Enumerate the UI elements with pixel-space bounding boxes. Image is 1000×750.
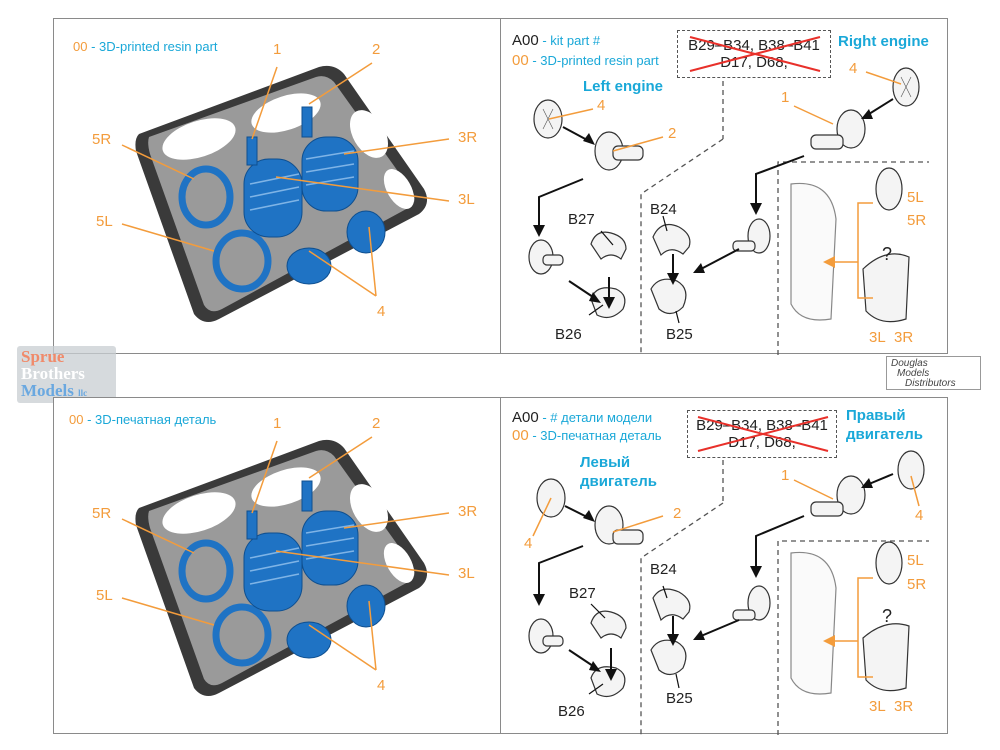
callout-5l: 5L bbox=[96, 213, 113, 230]
left-hub-callout: 2 bbox=[668, 125, 677, 142]
right-hub-callout: 1 bbox=[781, 89, 790, 106]
right-fan-callout-ru: 4 bbox=[915, 507, 924, 524]
resin-legend-code: 00 bbox=[73, 39, 88, 54]
left-engine-label: Left engine bbox=[583, 78, 664, 95]
resin-tray-illustration-ru bbox=[121, 436, 450, 697]
part-b25: B25 bbox=[666, 326, 693, 343]
inset-3r-ru: 3R bbox=[894, 698, 914, 715]
cross-out-mark bbox=[689, 36, 821, 72]
cross-out-mark-ru bbox=[697, 416, 829, 452]
assembly-diagram-ru bbox=[528, 450, 929, 735]
callout-5r-ru: 5R bbox=[92, 505, 112, 522]
callout-3r: 3R bbox=[458, 129, 478, 146]
assembly-panel: A00 - kit part # 00 - 3D-printed resin p… bbox=[500, 18, 948, 355]
removed-parts-line1: B29–B34, B38–B41 bbox=[688, 37, 820, 54]
sprue-brothers-watermark: Sprue Brothers Models llc bbox=[17, 346, 116, 403]
inset-3l: 3L bbox=[869, 329, 886, 346]
part-b27-ru: B27 bbox=[569, 585, 596, 602]
callout-4: 4 bbox=[377, 303, 386, 320]
part-b26: B26 bbox=[555, 326, 582, 343]
resin-parts bbox=[178, 106, 386, 293]
inset-question: ? bbox=[882, 244, 893, 264]
callout-2-ru: 2 bbox=[372, 415, 381, 432]
left-hub-callout-ru: 2 bbox=[673, 505, 682, 522]
assembly-diagram bbox=[528, 67, 929, 355]
kit-part-text: - kit part # bbox=[542, 33, 601, 48]
resin-legend-code-ru: 00 bbox=[69, 412, 84, 427]
callout-1-ru: 1 bbox=[273, 415, 282, 432]
kit-part-code: A00 bbox=[512, 32, 539, 49]
kit-part-text-ru: - # детали модели bbox=[542, 410, 653, 425]
callout-5r: 5R bbox=[92, 131, 112, 148]
removed-parts-box-ru: B29–B34, B38–B41 D17, D68, bbox=[687, 410, 837, 458]
right-engine-label-ru: Правый двигатель bbox=[846, 407, 923, 443]
callout-5l-ru: 5L bbox=[96, 587, 113, 604]
resin-legend-ru: 00 - 3D-печатная деталь bbox=[69, 412, 216, 427]
assembly-panel-ru: A00 - # детали модели 00 - 3D-печатная д… bbox=[500, 397, 948, 735]
inset-5r-ru: 5R bbox=[907, 576, 927, 593]
callout-3l: 3L bbox=[458, 191, 475, 208]
resin-legend-text-ru: - 3D-печатная деталь bbox=[87, 412, 217, 427]
resin-tray-illustration bbox=[121, 62, 450, 323]
resin-legend-text: - 3D-printed resin part bbox=[91, 39, 218, 54]
part-b26-ru: B26 bbox=[558, 703, 585, 720]
part-b25-ru: B25 bbox=[666, 690, 693, 707]
resin-part-code-ru: 00 bbox=[512, 427, 529, 444]
resin-part-text-ru: - 3D-печатная деталь bbox=[532, 428, 662, 443]
resin-legend: 00 - 3D-printed resin part bbox=[73, 39, 218, 54]
inset-5l: 5L bbox=[907, 189, 924, 206]
resin-part-code: 00 bbox=[512, 52, 529, 69]
kit-part-legend: A00 - kit part # bbox=[512, 32, 600, 49]
callout-3l-ru: 3L bbox=[458, 565, 475, 582]
inset-3r: 3R bbox=[894, 329, 914, 346]
right-hub-callout-ru: 1 bbox=[781, 467, 790, 484]
left-fan-callout-ru: 4 bbox=[524, 535, 533, 552]
resin-part-legend: 00 - 3D-printed resin part bbox=[512, 52, 659, 69]
right-fan-callout: 4 bbox=[849, 60, 858, 77]
right-engine-label: Right engine bbox=[838, 33, 929, 50]
inset-3l-ru: 3L bbox=[869, 698, 886, 715]
callout-2: 2 bbox=[372, 41, 381, 58]
kit-part-legend-ru: A00 - # детали модели bbox=[512, 409, 652, 426]
inset-5l-ru: 5L bbox=[907, 552, 924, 569]
part-b24-ru: B24 bbox=[650, 561, 677, 578]
resin-tray-panel: 00 - 3D-printed resin part bbox=[53, 18, 501, 354]
callout-4-ru: 4 bbox=[377, 677, 386, 694]
callout-3r-ru: 3R bbox=[458, 503, 478, 520]
resin-part-legend-ru: 00 - 3D-печатная деталь bbox=[512, 427, 662, 444]
douglas-models-watermark: Douglas Models Distributors bbox=[886, 356, 981, 390]
callout-leaders bbox=[121, 62, 450, 297]
removed-parts-box: B29–B34, B38–B41 D17, D68, bbox=[677, 30, 831, 78]
callout-1: 1 bbox=[273, 41, 282, 58]
left-fan-callout: 4 bbox=[597, 97, 606, 114]
inset-5r: 5R bbox=[907, 212, 927, 229]
resin-part-text: - 3D-printed resin part bbox=[532, 53, 659, 68]
kit-part-code-ru: A00 bbox=[512, 409, 539, 426]
resin-tray-panel-ru: 00 - 3D-печатная деталь bbox=[53, 397, 501, 734]
part-b27: B27 bbox=[568, 211, 595, 228]
part-b24: B24 bbox=[650, 201, 677, 218]
removed-parts-line1-ru: B29–B34, B38–B41 bbox=[696, 417, 828, 434]
inset-question-ru: ? bbox=[882, 606, 893, 626]
left-engine-label-ru: Левый двигатель bbox=[580, 454, 657, 490]
